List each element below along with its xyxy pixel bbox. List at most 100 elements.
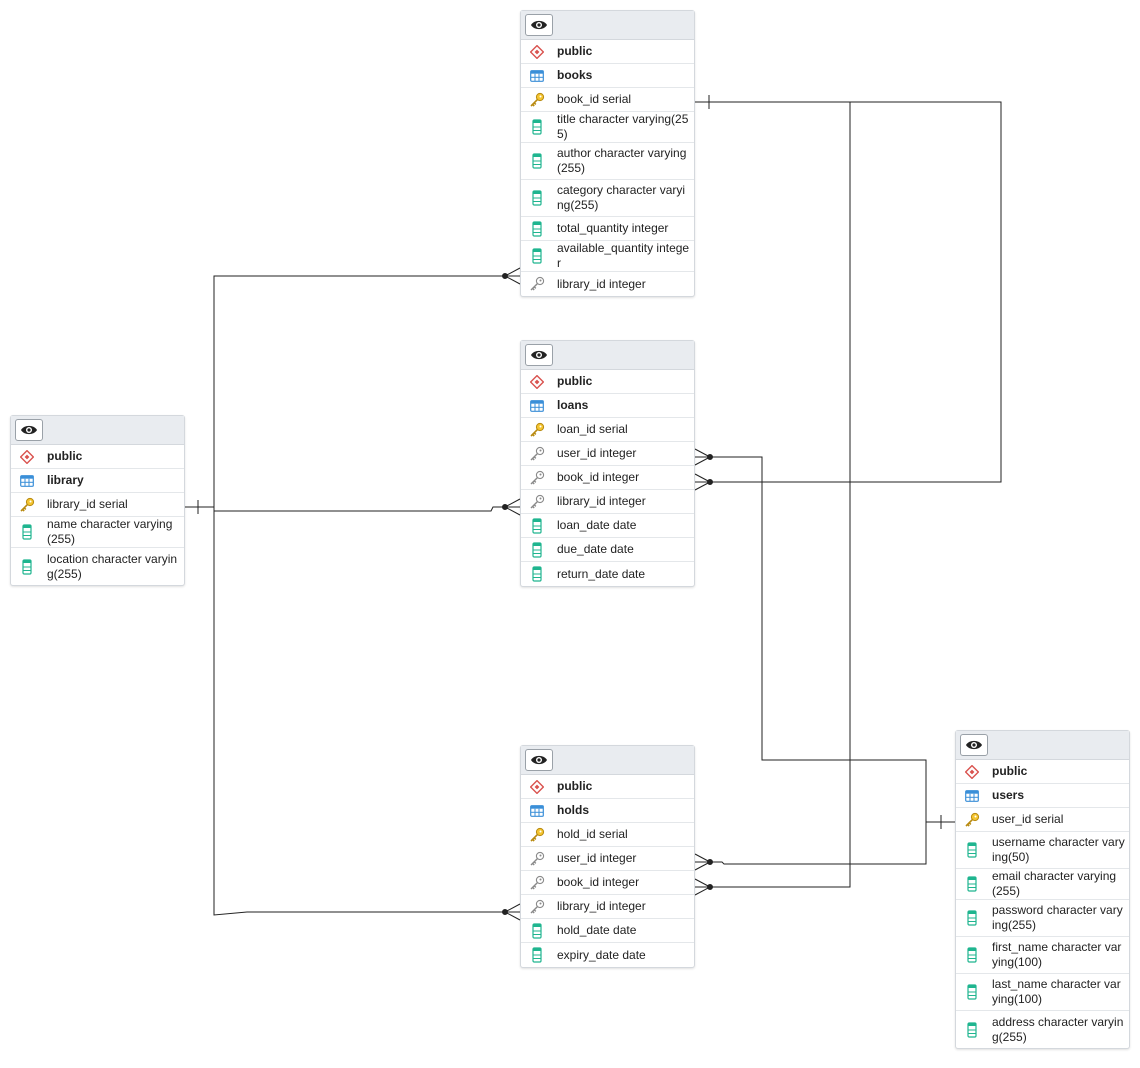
table-name-row[interactable]: library <box>11 469 184 493</box>
column-row[interactable]: loan_date date <box>521 514 694 538</box>
column-row[interactable]: library_id integer <box>521 272 694 296</box>
column-row[interactable]: user_id integer <box>521 442 694 466</box>
column-row[interactable]: category character varying(255) <box>521 180 694 217</box>
schema-icon <box>964 764 980 780</box>
node-header <box>521 746 694 775</box>
column-row[interactable]: available_quantity integer <box>521 241 694 272</box>
column-row[interactable]: return_date date <box>521 562 694 586</box>
table-name-row-label: library <box>47 473 84 487</box>
column-row-label: category character varying(255) <box>557 183 686 212</box>
column-row[interactable]: address character varying(255) <box>956 1011 1129 1048</box>
edge-books-library[interactable] <box>185 267 521 514</box>
view-data-button[interactable] <box>15 419 43 441</box>
column-row[interactable]: email character varying(255) <box>956 869 1129 900</box>
view-data-button[interactable] <box>960 734 988 756</box>
table-name-row[interactable]: loans <box>521 394 694 418</box>
table-name-row[interactable]: users <box>956 784 1129 808</box>
schema-row[interactable]: public <box>521 40 694 64</box>
column-row-label: username character varying(50) <box>992 835 1125 864</box>
column-row[interactable]: user_id serial <box>956 808 1129 832</box>
column-icon <box>529 541 545 558</box>
column-row-label: name character varying(255) <box>47 517 173 546</box>
foreign-key-icon <box>529 494 545 510</box>
column-row[interactable]: hold_date date <box>521 919 694 943</box>
column-row-label: library_id integer <box>557 899 646 913</box>
schema-row-label: public <box>557 779 593 793</box>
edge-holds-books[interactable] <box>694 102 851 896</box>
column-row-label: loan_date date <box>557 518 637 532</box>
primary-key-icon <box>964 812 980 828</box>
schema-icon <box>529 779 545 795</box>
column-row-label: expiry_date date <box>557 947 646 962</box>
column-row[interactable]: username character varying(50) <box>956 832 1129 869</box>
column-row[interactable]: library_id integer <box>521 895 694 919</box>
column-row[interactable]: library_id integer <box>521 490 694 514</box>
edge-loans-library[interactable] <box>213 498 521 516</box>
column-icon <box>529 248 545 264</box>
column-icon <box>529 119 545 135</box>
column-row[interactable]: name character varying(255) <box>11 517 184 548</box>
schema-row[interactable]: public <box>11 445 184 469</box>
column-icon <box>964 984 980 1000</box>
schema-icon <box>529 374 545 390</box>
column-row[interactable]: book_id integer <box>521 871 694 895</box>
table-icon <box>529 68 545 84</box>
column-row[interactable]: due_date date <box>521 538 694 562</box>
column-row[interactable]: last_name character varying(100) <box>956 974 1129 1011</box>
column-row[interactable]: author character varying(255) <box>521 143 694 180</box>
node-header <box>11 416 184 445</box>
edge-holds-users[interactable] <box>694 822 927 871</box>
column-icon <box>529 220 545 237</box>
column-row-label: library_id integer <box>557 276 646 291</box>
table-name-row[interactable]: holds <box>521 799 694 823</box>
view-data-button[interactable] <box>525 344 553 366</box>
column-row-label: available_quantity integer <box>557 241 690 270</box>
column-icon <box>529 517 545 534</box>
column-row-label: hold_date date <box>557 923 637 937</box>
foreign-key-icon <box>529 446 545 462</box>
view-data-button[interactable] <box>525 749 553 771</box>
column-row-label: due_date date <box>557 542 634 556</box>
column-row[interactable]: password character varying(255) <box>956 900 1129 937</box>
column-row-label: user_id integer <box>557 851 637 865</box>
eye-icon <box>20 424 38 436</box>
column-row[interactable]: first_name character varying(100) <box>956 937 1129 974</box>
node-header <box>956 731 1129 760</box>
schema-row-label: public <box>557 374 593 388</box>
table-icon <box>529 398 545 414</box>
table-name-row[interactable]: books <box>521 64 694 88</box>
column-icon <box>529 566 545 582</box>
schema-row[interactable]: public <box>521 370 694 394</box>
column-row[interactable]: title character varying(255) <box>521 112 694 143</box>
schema-icon <box>529 44 545 60</box>
column-row[interactable]: loan_id serial <box>521 418 694 442</box>
column-row-label: loan_id serial <box>557 422 628 436</box>
column-row[interactable]: book_id integer <box>521 466 694 490</box>
table-node-loans[interactable]: public loans loan_id serial user_id integer… <box>520 340 695 587</box>
edge-holds-library[interactable] <box>213 507 521 921</box>
column-icon <box>529 153 545 169</box>
view-data-button[interactable] <box>525 14 553 36</box>
column-row[interactable]: user_id integer <box>521 847 694 871</box>
column-row[interactable]: location character varying(255) <box>11 548 184 585</box>
column-row[interactable]: hold_id serial <box>521 823 694 847</box>
schema-row[interactable]: public <box>521 775 694 799</box>
column-row-label: book_id serial <box>557 92 632 106</box>
column-row-label: location character varying(255) <box>47 551 178 581</box>
column-row[interactable]: book_id serial <box>521 88 694 112</box>
column-row-label: return_date date <box>557 566 646 581</box>
column-row-label: book_id integer <box>557 875 640 889</box>
column-row[interactable]: total_quantity integer <box>521 217 694 241</box>
primary-key-icon <box>529 92 545 108</box>
schema-row[interactable]: public <box>956 760 1129 784</box>
foreign-key-icon <box>529 276 545 292</box>
column-row[interactable]: expiry_date date <box>521 943 694 967</box>
column-row[interactable]: library_id serial <box>11 493 184 517</box>
edge-loans-users[interactable] <box>694 448 956 829</box>
primary-key-icon <box>529 422 545 438</box>
edge-loans-books[interactable] <box>694 95 1002 491</box>
